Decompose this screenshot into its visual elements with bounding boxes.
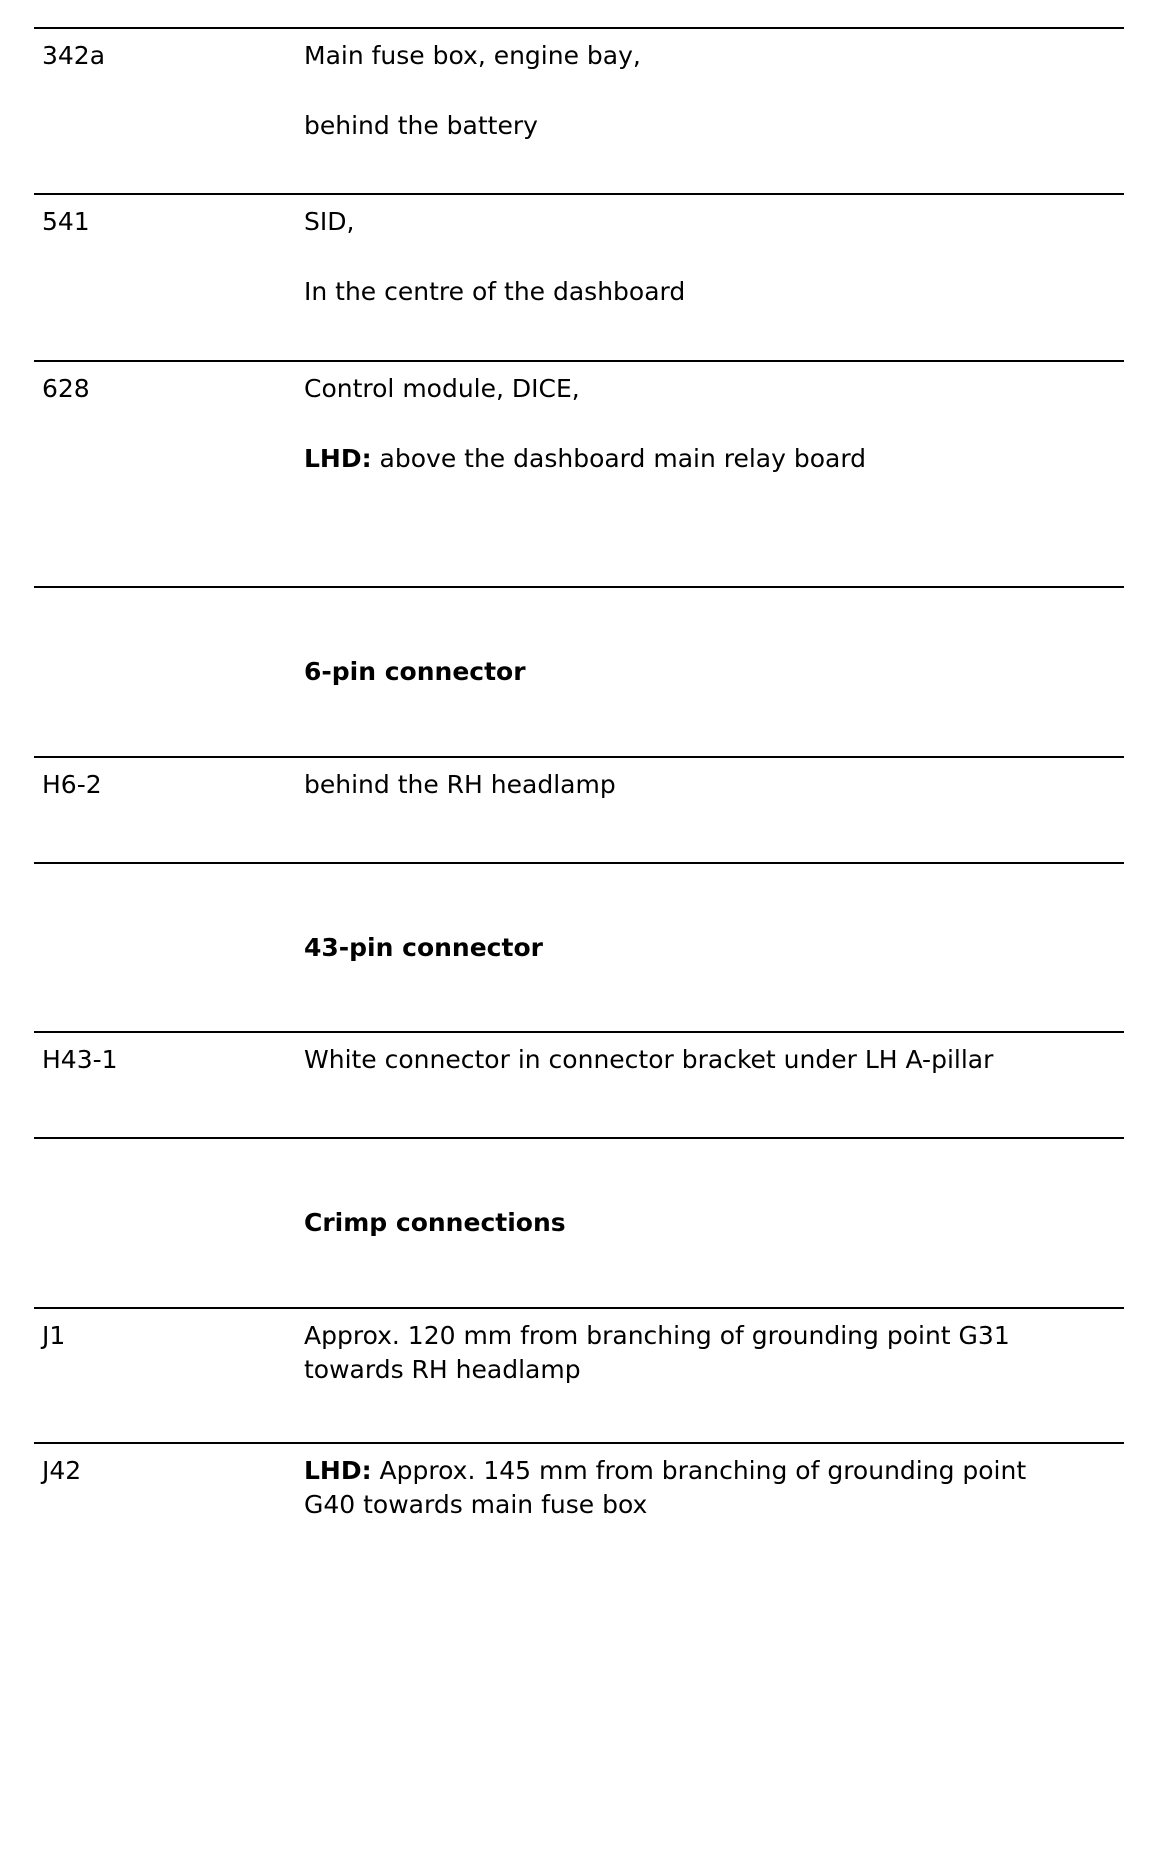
description-line: LHD: above the dashboard main relay boar… xyxy=(304,442,1124,476)
connector-code: H43-1 xyxy=(42,1045,118,1074)
lhd-label: LHD: xyxy=(304,1456,372,1485)
description-line: Main fuse box, engine bay, xyxy=(304,41,641,70)
description-line: In the centre of the dashboard xyxy=(304,277,686,306)
description-line: White connector in connector bracket und… xyxy=(304,1045,994,1074)
description-text: Approx. 145 mm from branching of groundi… xyxy=(371,1456,1027,1485)
description-text: above the dashboard main relay board xyxy=(371,444,867,473)
section-heading: 43-pin connector xyxy=(304,933,543,962)
table-row: J42 LHD: Approx. 145 mm from branching o… xyxy=(34,1442,1124,1564)
table-row: 628 Control module, DICE, LHD: above the… xyxy=(34,360,1124,588)
component-description: Main fuse box, engine bay, behind the ba… xyxy=(304,39,1124,143)
table-row: J1 Approx. 120 mm from branching of grou… xyxy=(34,1307,1124,1444)
component-description: SID, In the centre of the dashboard xyxy=(304,205,1124,309)
section-heading-row: Crimp connections xyxy=(34,1137,1124,1309)
table-row: 541 SID, In the centre of the dashboard xyxy=(34,193,1124,361)
table-row: H43-1 White connector in connector brack… xyxy=(34,1031,1124,1139)
description-line: LHD: Approx. 145 mm from branching of gr… xyxy=(304,1454,1124,1488)
description-line: towards RH headlamp xyxy=(304,1355,581,1384)
description-line: behind the RH headlamp xyxy=(304,770,616,799)
connector-description: White connector in connector bracket und… xyxy=(304,1043,1124,1077)
section-heading: Crimp connections xyxy=(304,1208,566,1237)
table-row: 342a Main fuse box, engine bay, behind t… xyxy=(34,27,1124,195)
document-page: 342a Main fuse box, engine bay, behind t… xyxy=(34,0,1124,1856)
connector-code: H6-2 xyxy=(42,770,102,799)
section-heading: 6-pin connector xyxy=(304,657,526,686)
crimp-code: J42 xyxy=(42,1456,82,1485)
component-code: 541 xyxy=(42,207,90,236)
description-line: Approx. 120 mm from branching of groundi… xyxy=(304,1321,1010,1350)
description-line: behind the battery xyxy=(304,111,538,140)
section-heading-row: 6-pin connector xyxy=(34,586,1124,758)
description-line: SID, xyxy=(304,207,355,236)
crimp-code: J1 xyxy=(42,1321,66,1350)
section-heading-row: 43-pin connector xyxy=(34,862,1124,1033)
component-description: Control module, DICE, LHD: above the das… xyxy=(304,372,1124,476)
description-line: Control module, DICE, xyxy=(304,374,580,403)
component-code: 342a xyxy=(42,41,106,70)
description-line: G40 towards main fuse box xyxy=(304,1490,648,1519)
crimp-description: Approx. 120 mm from branching of groundi… xyxy=(304,1319,1124,1387)
crimp-description: LHD: Approx. 145 mm from branching of gr… xyxy=(304,1454,1124,1522)
component-code: 628 xyxy=(42,374,90,403)
table-row: H6-2 behind the RH headlamp xyxy=(34,756,1124,864)
connector-description: behind the RH headlamp xyxy=(304,768,1124,802)
lhd-label: LHD: xyxy=(304,444,372,473)
